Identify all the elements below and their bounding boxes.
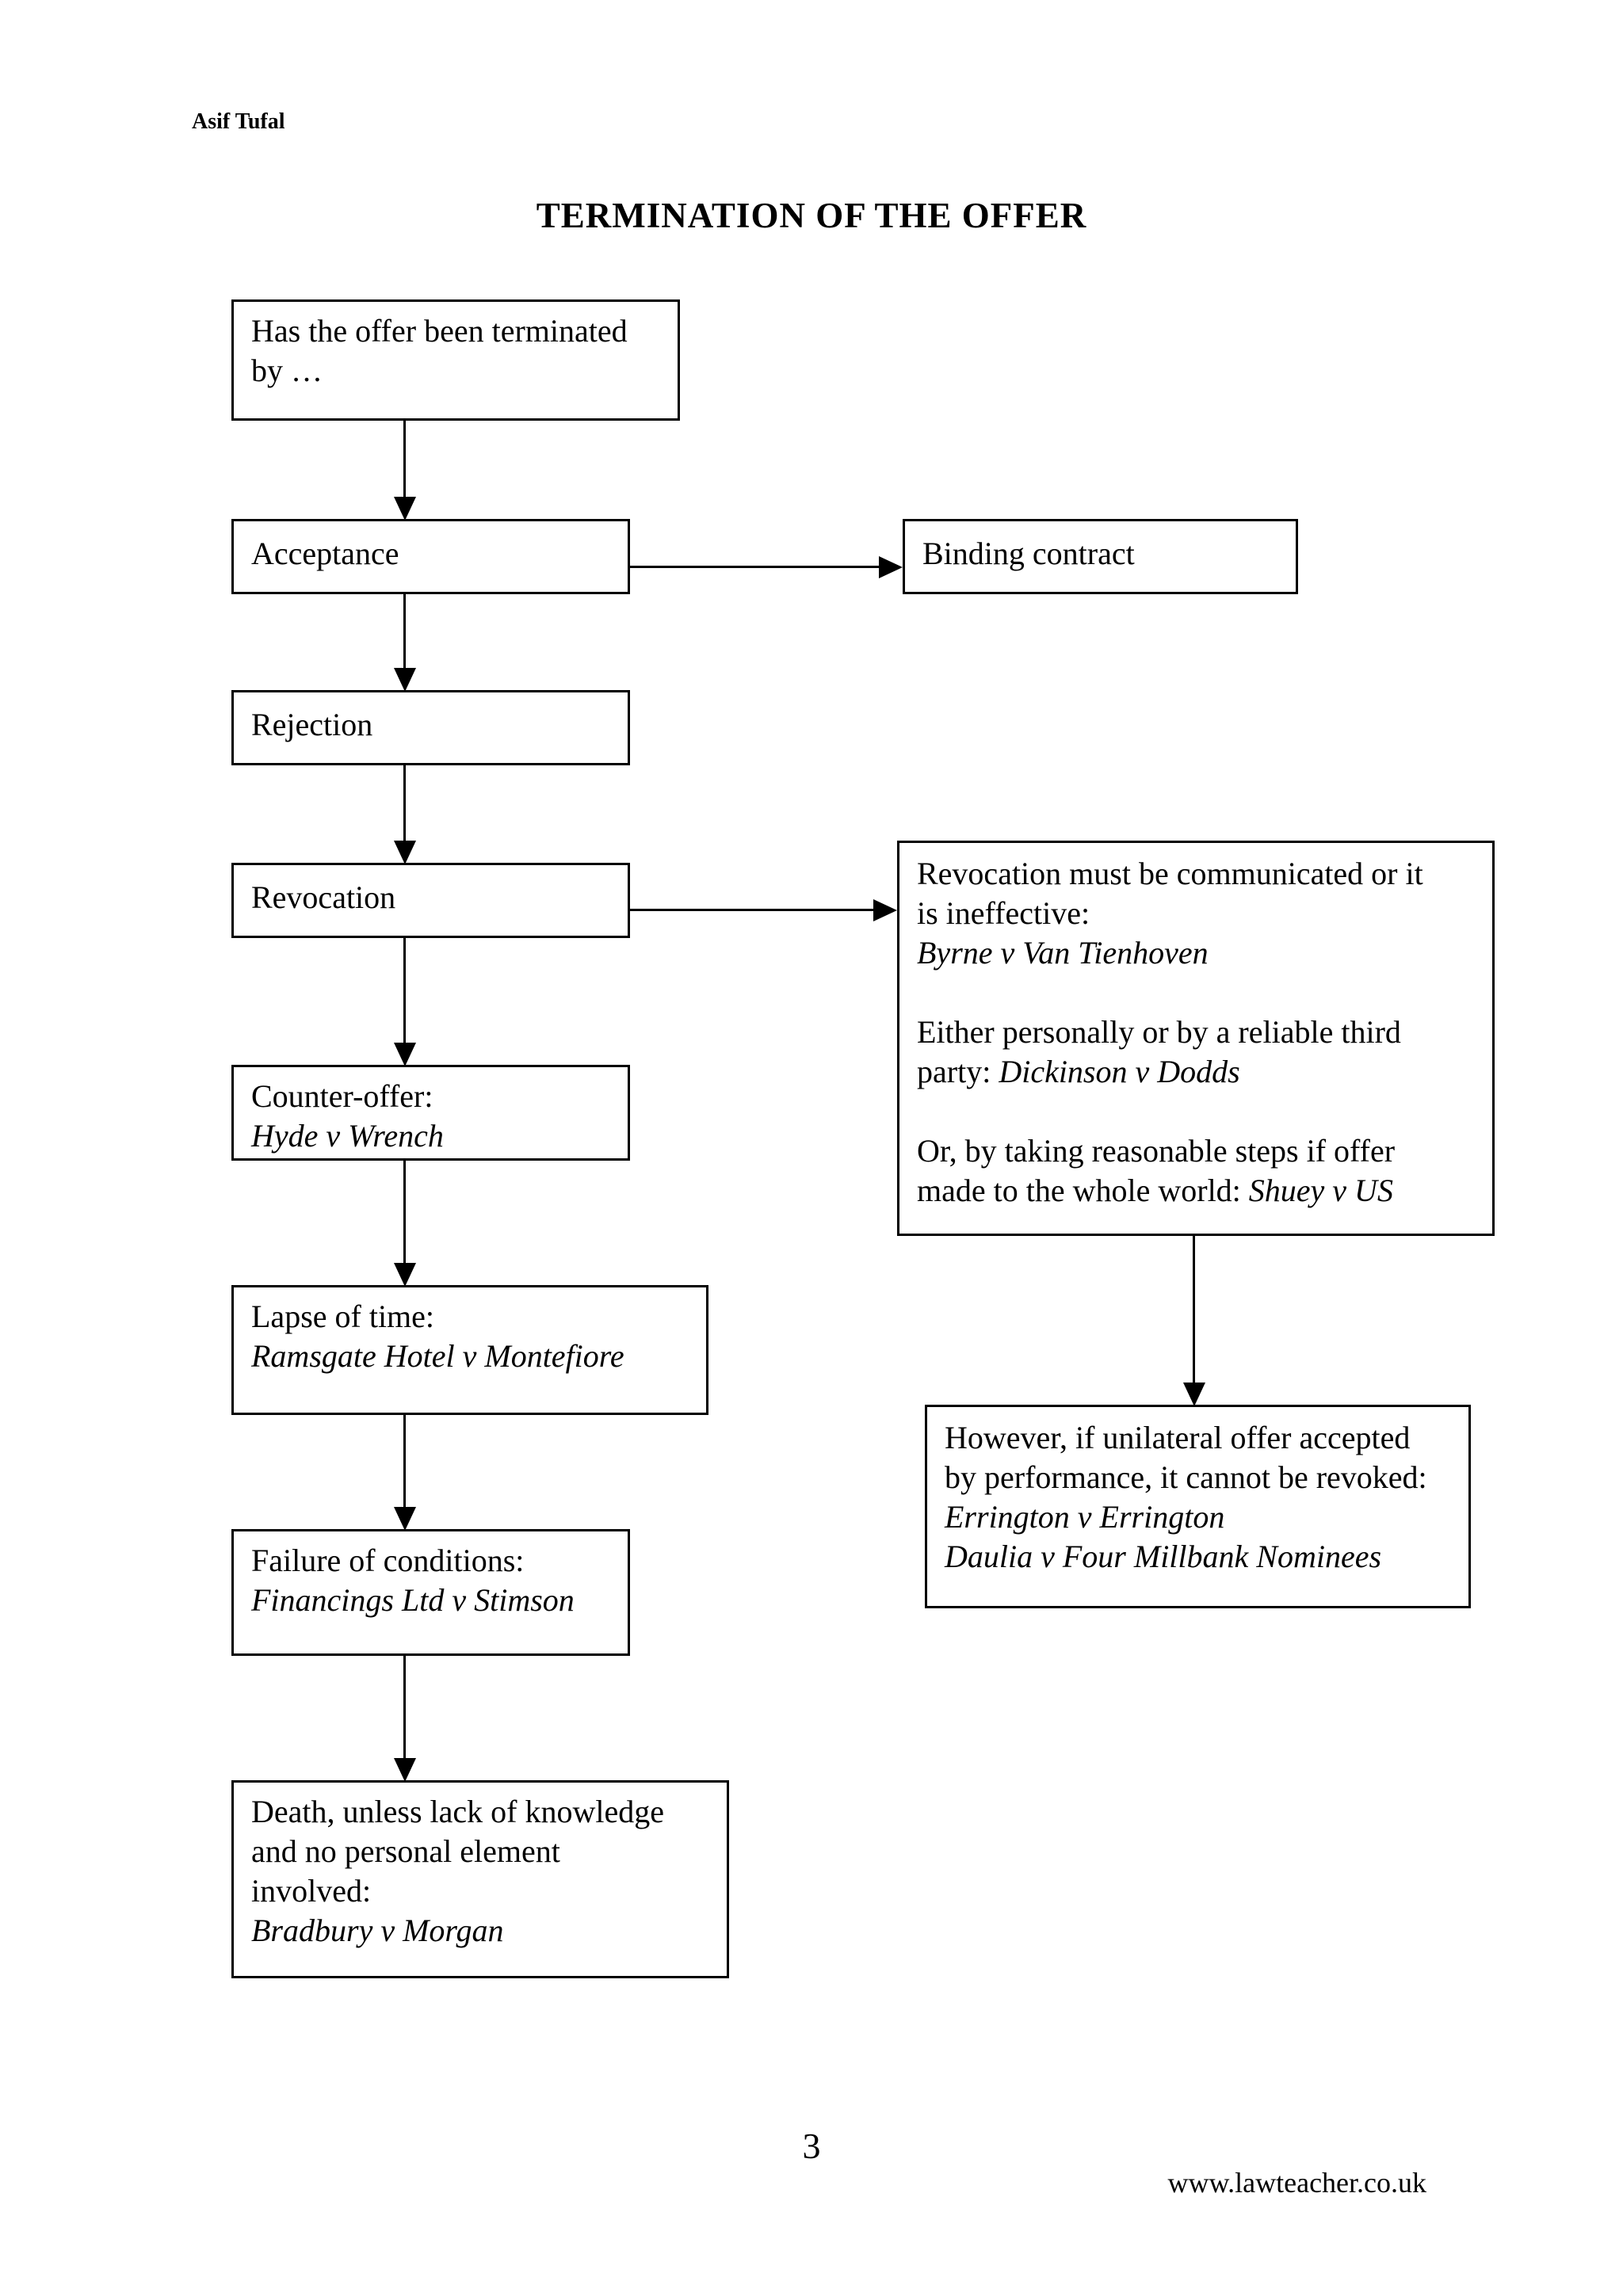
arrowhead-down-icon bbox=[394, 1758, 416, 1782]
arrow-shaft bbox=[403, 1415, 406, 1510]
page-number: 3 bbox=[802, 2126, 821, 2166]
arrow-shaft bbox=[1193, 1236, 1195, 1386]
arrow-right-acceptance-to-binding-contract-icon bbox=[630, 556, 903, 578]
author-name: Asif Tufal bbox=[192, 109, 285, 134]
arrow-down-revocation-note-to-unilateral-note-icon bbox=[1183, 1236, 1205, 1406]
arrow-shaft bbox=[403, 594, 406, 671]
flow-box-lapse-of-time: Lapse of time:Ramsgate Hotel v Montefior… bbox=[231, 1285, 708, 1415]
arrowhead-down-icon bbox=[394, 497, 416, 521]
arrowhead-down-icon bbox=[394, 668, 416, 692]
arrow-down-question-to-acceptance-icon bbox=[394, 421, 416, 521]
arrow-right-revocation-to-revocation-note-icon bbox=[630, 899, 897, 921]
arrow-shaft bbox=[403, 765, 406, 844]
arrowhead-down-icon bbox=[394, 1043, 416, 1066]
arrow-down-failure-to-death-icon bbox=[394, 1656, 416, 1782]
arrow-shaft bbox=[630, 566, 882, 568]
arrowhead-down-icon bbox=[394, 1263, 416, 1287]
arrowhead-down-icon bbox=[394, 1507, 416, 1531]
flow-box-revocation: Revocation bbox=[231, 863, 630, 938]
arrowhead-right-icon bbox=[879, 556, 903, 578]
arrow-shaft bbox=[403, 1161, 406, 1266]
arrow-shaft bbox=[630, 909, 876, 911]
arrow-shaft bbox=[403, 1656, 406, 1761]
page-title: TERMINATION OF THE OFFER bbox=[536, 196, 1087, 235]
arrow-down-counter-offer-to-lapse-icon bbox=[394, 1161, 416, 1287]
flow-box-rejection: Rejection bbox=[231, 690, 630, 765]
arrow-down-revocation-to-counter-offer-icon bbox=[394, 938, 416, 1066]
website-url: www.lawteacher.co.uk bbox=[1167, 2167, 1426, 2199]
arrowhead-down-icon bbox=[1183, 1383, 1205, 1406]
flow-box-acceptance: Acceptance bbox=[231, 519, 630, 594]
arrow-down-lapse-to-failure-icon bbox=[394, 1415, 416, 1531]
arrow-shaft bbox=[403, 938, 406, 1046]
arrow-down-acceptance-to-rejection-icon bbox=[394, 594, 416, 692]
arrow-shaft bbox=[403, 421, 406, 500]
arrow-down-rejection-to-revocation-icon bbox=[394, 765, 416, 864]
arrowhead-right-icon bbox=[873, 899, 897, 921]
flow-box-counter-offer: Counter-offer:Hyde v Wrench bbox=[231, 1065, 630, 1161]
arrowhead-down-icon bbox=[394, 841, 416, 864]
flow-box-binding-contract: Binding contract bbox=[903, 519, 1298, 594]
flow-box-failure-of-conditions: Failure of conditions:Financings Ltd v S… bbox=[231, 1529, 630, 1656]
